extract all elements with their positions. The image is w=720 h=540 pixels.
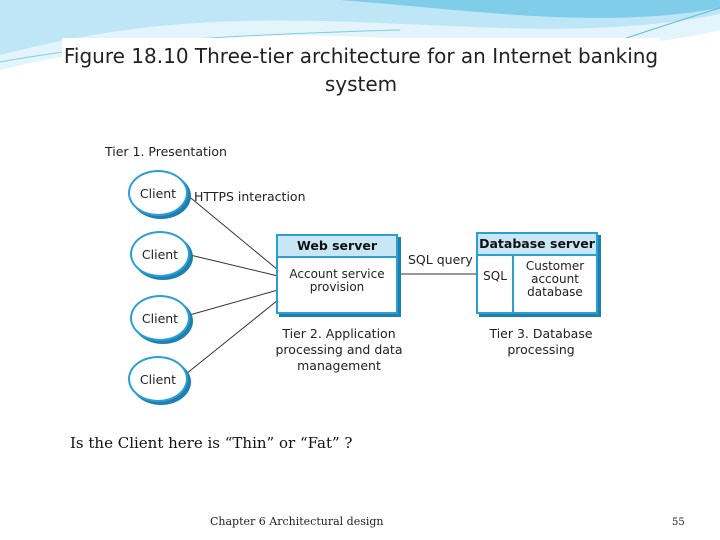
- header-decoration: [0, 0, 720, 70]
- database-server-box: Database server SQL Customer account dat…: [476, 232, 598, 314]
- client-node-1: Client: [128, 170, 188, 216]
- https-label: HTTPS interaction: [194, 189, 306, 204]
- diagram-connectors: [185, 193, 476, 375]
- figure-title: Figure 18.10 Three-tier architecture for…: [62, 42, 660, 98]
- page-number: 55: [672, 517, 685, 528]
- database-server-divider: [512, 256, 514, 312]
- web-server-body-line1: Account service: [289, 267, 385, 281]
- database-body-line3: database: [527, 285, 583, 299]
- web-server-box: Web server Account service provision: [276, 234, 398, 314]
- tier2-label: Tier 2. Application processing and data …: [272, 326, 406, 374]
- database-customer-cell: Customer account database: [514, 260, 596, 299]
- connector-client2: [185, 253, 279, 277]
- tier3-label: Tier 3. Database processing: [482, 326, 600, 358]
- web-server-body: Account service provision: [278, 258, 396, 294]
- database-server-title: Database server: [478, 234, 596, 256]
- sql-query-label: SQL query: [408, 252, 473, 267]
- database-body-line1: Customer: [525, 259, 585, 273]
- figure-title-line2: system: [324, 72, 398, 96]
- connector-client1: [185, 193, 279, 271]
- tier2-label-line1: Tier 2. Application: [282, 326, 396, 341]
- client-node-4: Client: [128, 356, 188, 402]
- connector-client4: [185, 299, 279, 375]
- database-server-body: SQL Customer account database: [478, 256, 596, 312]
- web-server-title: Web server: [278, 236, 396, 258]
- database-sql-cell: SQL: [483, 269, 507, 283]
- tier1-label: Tier 1. Presentation: [105, 144, 227, 159]
- slide-question: Is the Client here is “Thin” or “Fat” ?: [70, 434, 353, 452]
- slide-footer: Chapter 6 Architectural design: [210, 515, 384, 528]
- tier2-label-line2: processing and data: [275, 342, 403, 357]
- client-node-3: Client: [130, 295, 190, 341]
- web-server-body-line2: provision: [309, 280, 365, 294]
- client-node-2: Client: [130, 231, 190, 277]
- tier3-label-line2: processing: [507, 342, 575, 357]
- tier2-label-line3: management: [297, 358, 381, 373]
- database-body-line2: account: [531, 272, 579, 286]
- figure-title-line1: Figure 18.10 Three-tier architecture for…: [63, 44, 659, 68]
- tier3-label-line1: Tier 3. Database: [489, 326, 593, 341]
- connector-client3: [185, 289, 279, 317]
- figure-panel: Figure 18.10 Three-tier architecture for…: [62, 38, 660, 410]
